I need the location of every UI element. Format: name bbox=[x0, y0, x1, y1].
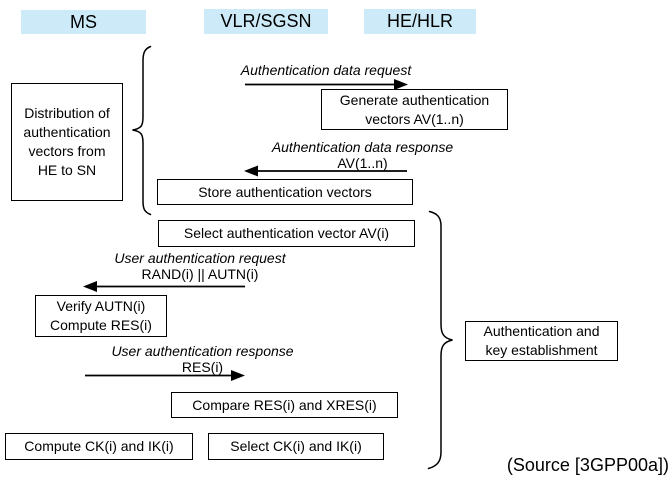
box-line: Verify AUTN(i) bbox=[56, 298, 146, 314]
box-line: Compare RES(i) and XRES(i) bbox=[192, 396, 377, 413]
auth-data-response-label: Authentication data response AV(1..n) bbox=[257, 139, 468, 171]
arrow-left-head bbox=[83, 281, 97, 292]
user-auth-request-arrow bbox=[83, 281, 245, 292]
column-header-ms-label: MS bbox=[70, 11, 97, 32]
generate-vectors-box: Generate authentication vectors AV(1..n) bbox=[321, 89, 508, 130]
compute-ck-ik-box: Compute CK(i) and IK(i) bbox=[5, 433, 193, 460]
select-ck-ik-box: Select CK(i) and IK(i) bbox=[208, 433, 384, 460]
box-line: HE to SN bbox=[37, 162, 97, 178]
column-header-he-hlr: HE/HLR bbox=[364, 9, 476, 34]
message-payload: RAND(i) || AUTN(i) bbox=[141, 265, 259, 282]
box-line: Generate authentication bbox=[339, 91, 490, 108]
user-auth-request-label: User authentication request RAND(i) || A… bbox=[95, 250, 305, 282]
auth-data-request-label: Authentication data request bbox=[221, 62, 431, 79]
box-line: Compute RES(i) bbox=[50, 317, 152, 333]
box-line: Distribution of bbox=[24, 105, 110, 121]
arrow-left-head bbox=[244, 165, 258, 177]
user-auth-response-label: User authentication response RES(i) bbox=[97, 343, 308, 375]
message-title: Authentication data response bbox=[271, 139, 454, 155]
compare-res-box: Compare RES(i) and XRES(i) bbox=[171, 392, 398, 418]
box-line: vectors from bbox=[28, 143, 106, 159]
message-title: Authentication data request bbox=[240, 62, 412, 78]
column-header-he-hlr-label: HE/HLR bbox=[386, 11, 453, 31]
box-line: vectors AV(1..n) bbox=[365, 110, 464, 127]
box-line: Select CK(i) and IK(i) bbox=[230, 438, 362, 454]
box-line: key establishment bbox=[485, 342, 598, 358]
column-header-vlr-sgsn: VLR/SGSN bbox=[204, 9, 328, 34]
box-line: Store authentication vectors bbox=[198, 183, 372, 200]
message-payload: AV(1..n) bbox=[337, 154, 388, 171]
message-title: User authentication request bbox=[114, 250, 286, 266]
box-line: Authentication and bbox=[483, 323, 600, 339]
box-line: Compute CK(i) and IK(i) bbox=[24, 438, 174, 454]
right-phase-brace bbox=[427, 210, 453, 470]
column-header-ms: MS bbox=[21, 10, 146, 34]
message-payload: RES(i) bbox=[181, 358, 224, 375]
verify-autn-box: Verify AUTN(i) Compute RES(i) bbox=[35, 295, 167, 337]
left-phase-brace bbox=[132, 45, 152, 216]
message-title: User authentication response bbox=[111, 343, 294, 359]
source-citation: (Source [3GPP00a]) bbox=[506, 455, 669, 475]
box-line: authentication bbox=[23, 124, 111, 140]
store-vectors-box: Store authentication vectors bbox=[157, 179, 413, 205]
box-line: Select authentication vector AV(i) bbox=[183, 225, 390, 241]
auth-key-establishment-box: Authentication and key establishment bbox=[465, 321, 618, 361]
column-header-vlr-sgsn-label: VLR/SGSN bbox=[220, 11, 312, 31]
distribution-phase-box: Distribution of authentication vectors f… bbox=[11, 83, 123, 201]
select-vector-box: Select authentication vector AV(i) bbox=[158, 220, 415, 247]
